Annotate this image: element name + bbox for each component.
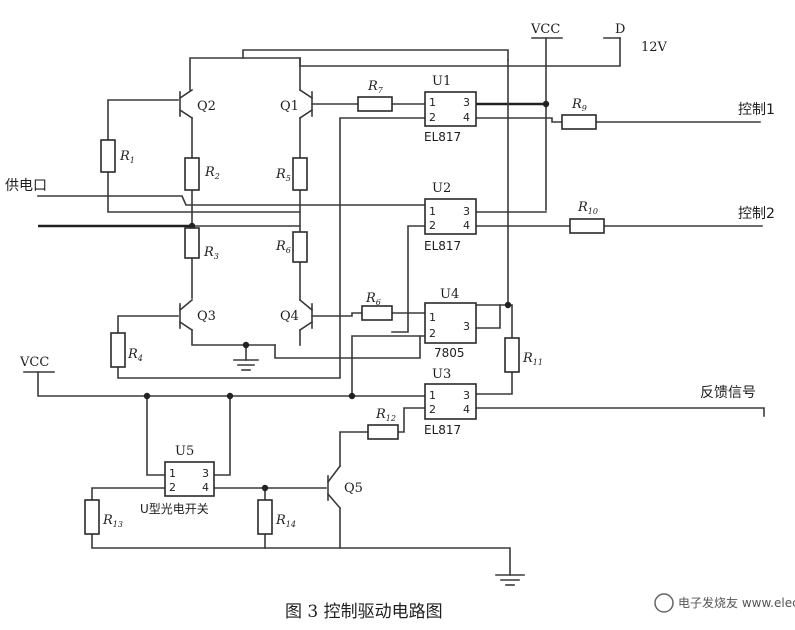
vcc-left-label: VCC xyxy=(19,355,49,370)
control2-label: 控制2 xyxy=(738,206,775,222)
u1-pin2: 2 xyxy=(429,111,436,124)
r1-label: R1 xyxy=(119,149,135,165)
u3-pin1: 1 xyxy=(429,389,436,402)
u5-pin4: 4 xyxy=(202,481,209,494)
r4-label: R4 xyxy=(127,347,143,363)
u2-ref: U2 xyxy=(432,181,451,196)
u3-pin2: 2 xyxy=(429,403,436,416)
ground-symbol-bottom xyxy=(495,574,525,586)
r12-label: R12 xyxy=(375,407,396,423)
transistor-q3-symbol xyxy=(178,298,194,332)
u4-pin3: 3 xyxy=(463,320,470,333)
r11-label: R11 xyxy=(522,351,543,367)
u5-ref: U5 xyxy=(175,444,194,459)
r5-label: R5 xyxy=(275,167,291,183)
ic-boxes xyxy=(164,91,477,497)
u4-ref: U4 xyxy=(440,287,459,302)
wires xyxy=(37,37,765,576)
r13-label: R13 xyxy=(102,513,123,529)
u3-ref: U3 xyxy=(432,367,451,382)
u1-pin3: 3 xyxy=(463,96,470,109)
u1-part: EL817 xyxy=(424,130,461,144)
r7-label: R7 xyxy=(367,79,384,95)
watermark: 电子发烧友 www.elecfans.com xyxy=(654,593,795,613)
u4-part: 7805 xyxy=(434,346,465,360)
q5-label: Q5 xyxy=(344,481,363,496)
u2-pin4: 4 xyxy=(463,219,470,232)
power-port-label: 供电口 xyxy=(5,178,47,194)
q4-label: Q4 xyxy=(280,309,299,324)
u5-pin1: 1 xyxy=(169,467,176,480)
r14-label: R14 xyxy=(275,513,296,529)
resistor-bodies xyxy=(84,96,605,535)
d-label: D xyxy=(615,22,625,37)
ground-symbol-bridge xyxy=(233,359,259,371)
u4-pin1: 1 xyxy=(429,311,436,324)
control1-label: 控制1 xyxy=(738,102,775,118)
u2-pin3: 3 xyxy=(463,205,470,218)
transistor-q5-symbol xyxy=(326,464,342,510)
r2-label: R2 xyxy=(204,165,220,181)
q1-label: Q1 xyxy=(280,99,299,114)
u5-pin2: 2 xyxy=(169,481,176,494)
transistor-q1-symbol xyxy=(298,88,314,120)
r3-label: R3 xyxy=(203,245,219,261)
v12-label: 12V xyxy=(641,40,668,55)
u5-part: U型光电开关 xyxy=(140,502,209,516)
u2-pin1: 1 xyxy=(429,205,436,218)
u5-pin3: 3 xyxy=(202,467,209,480)
q2-label: Q2 xyxy=(197,99,216,114)
r6-label: R6 xyxy=(275,239,291,255)
u3-pin4: 4 xyxy=(463,403,470,416)
feedback-label: 反馈信号 xyxy=(700,385,756,401)
u1-pin4: 4 xyxy=(463,111,470,124)
watermark-logo-icon xyxy=(654,593,674,613)
figure-caption: 图 3 控制驱动电路图 xyxy=(285,602,443,622)
u4-pin2: 2 xyxy=(429,327,436,340)
u2-part: EL817 xyxy=(424,239,461,253)
r10-label: R10 xyxy=(577,200,598,216)
transistor-q4-symbol xyxy=(298,298,314,332)
u3-pin3: 3 xyxy=(463,389,470,402)
u1-pin1: 1 xyxy=(429,96,436,109)
r9-label: R9 xyxy=(571,97,587,113)
u3-part: EL817 xyxy=(424,423,461,437)
u1-ref: U1 xyxy=(432,74,451,89)
transistor-q2-symbol xyxy=(178,88,194,120)
junctions xyxy=(143,100,550,492)
vcc-bars xyxy=(23,37,563,373)
q3-label: Q3 xyxy=(197,309,216,324)
r6b-label: R6 xyxy=(365,291,381,307)
watermark-text: 电子发烧友 www.elecfans.com xyxy=(678,595,795,610)
u2-pin2: 2 xyxy=(429,219,436,232)
vcc-top-label: VCC xyxy=(530,22,560,37)
